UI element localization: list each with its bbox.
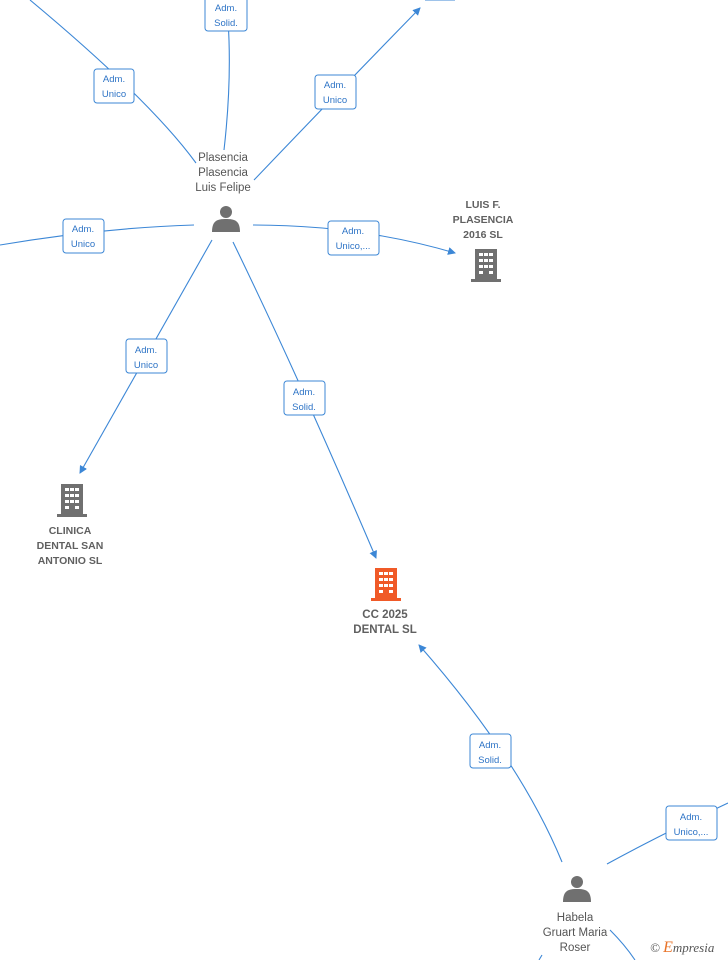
edge-label-top-right[interactable]: Adm. Unico [314,74,357,110]
svg-text:Habela: Habela [557,912,594,924]
svg-text:Solid.: Solid. [214,18,238,29]
svg-text:Gruart Maria: Gruart Maria [543,927,608,939]
svg-text:Solid.: Solid. [292,402,316,413]
svg-text:Plasencia: Plasencia [198,167,248,179]
brand-logo-initial: E [663,939,673,956]
svg-text:Adm.: Adm. [342,226,364,237]
edge-label-top-center[interactable]: Adm. Solid. [204,0,248,32]
node-person-bottom[interactable]: Habela Gruart Maria Roser [543,876,608,954]
svg-text:Unico: Unico [323,95,347,106]
svg-text:CC 2025: CC 2025 [362,609,408,621]
svg-text:Adm.: Adm. [324,80,346,91]
svg-text:Unico,...: Unico,... [336,241,371,252]
edge-top-center [223,19,230,151]
svg-text:Adm.: Adm. [215,3,237,14]
svg-text:DENTAL SAN: DENTAL SAN [37,540,104,552]
brand-watermark: © Empresia [650,939,714,957]
edge-label-luis[interactable]: Adm. Unico,... [327,220,380,256]
svg-text:Adm.: Adm. [680,812,702,823]
svg-text:Unico: Unico [71,239,95,250]
svg-text:Roser: Roser [560,942,591,954]
edge-bottom-right-lower [609,929,636,960]
node-company-main[interactable]: CC 2025 DENTAL SL [353,568,417,636]
svg-text:Adm.: Adm. [479,740,501,751]
node-company-luis[interactable]: LUIS F. PLASENCIA 2016 SL [453,199,514,282]
person-icon [212,206,240,232]
svg-text:Solid.: Solid. [478,755,502,766]
svg-text:Adm.: Adm. [103,74,125,85]
brand-name: mpresia [672,940,715,955]
svg-text:Unico: Unico [134,360,158,371]
svg-text:Unico: Unico [102,89,126,100]
person-icon [563,876,591,902]
edge-label-left[interactable]: Adm. Unico [62,218,105,254]
svg-text:Adm.: Adm. [135,345,157,356]
edge-label-clinica[interactable]: Adm. Unico [125,338,168,374]
edge-bottom-left-lower [538,954,543,960]
svg-text:Plasencia: Plasencia [198,152,248,164]
node-company-clinica[interactable]: CLINICA DENTAL SAN ANTONIO SL [37,484,104,567]
building-icon [57,484,87,517]
node-person-top[interactable]: Plasencia Plasencia Luis Felipe [195,152,251,232]
edge-label-top-left[interactable]: Adm. Unico [93,68,135,104]
svg-text:LUIS F.: LUIS F. [465,199,500,211]
svg-text:DENTAL SL: DENTAL SL [353,624,416,636]
svg-text:Adm.: Adm. [293,387,315,398]
svg-text:PLASENCIA: PLASENCIA [453,214,514,226]
svg-text:Luis Felipe: Luis Felipe [195,182,251,194]
edge-label-main-from-bottom[interactable]: Adm. Solid. [469,733,512,769]
svg-text:Adm.: Adm. [72,224,94,235]
svg-text:ANTONIO SL: ANTONIO SL [38,555,103,567]
svg-text:Unico,...: Unico,... [674,827,709,838]
building-icon [371,568,401,601]
copyright-icon: © [650,940,660,955]
edge-label-main-from-top[interactable]: Adm. Solid. [283,380,326,416]
svg-text:2016 SL: 2016 SL [463,229,503,241]
svg-text:CLINICA: CLINICA [49,525,92,537]
edge-label-bottom-right[interactable]: Adm. Unico,... [665,805,718,841]
building-icon [471,249,501,282]
